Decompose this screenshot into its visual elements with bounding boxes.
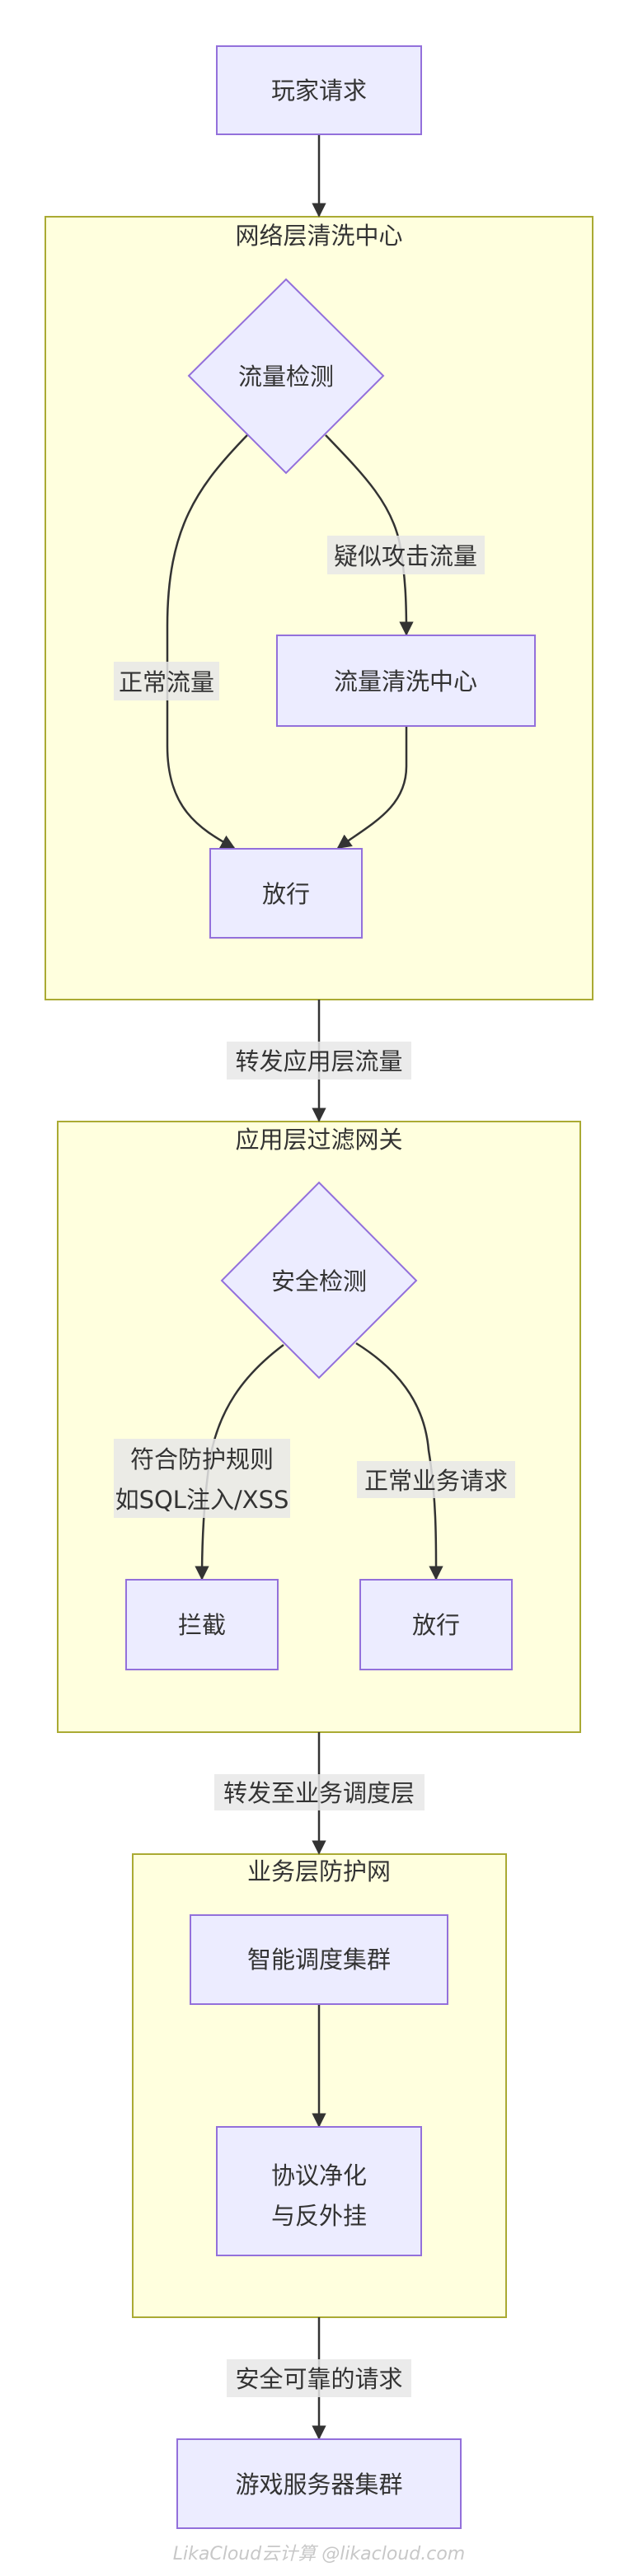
edge-label-normal: 正常流量 — [114, 662, 219, 700]
cluster-title: 网络层清洗中心 — [235, 222, 402, 250]
watermark-text: LikaCloud云计算 @likacloud.com — [173, 2544, 465, 2564]
cluster-title: 应用层过滤网关 — [235, 1126, 402, 1154]
svg-text:玩家请求: 玩家请求 — [271, 77, 367, 105]
node-player-request: 玩家请求 — [216, 45, 422, 135]
node-traffic-check-diamond: 流量检测 — [187, 278, 385, 475]
node-block: 拦截 — [125, 1579, 279, 1670]
svg-text:协议净化: 协议净化 — [271, 2161, 367, 2190]
svg-text:智能调度集群: 智能调度集群 — [247, 1946, 391, 1974]
edge-label-normal-business: 正常业务请求 — [357, 1461, 515, 1498]
cluster-title: 业务层防护网 — [247, 1857, 391, 1885]
svg-text:游戏服务器集群: 游戏服务器集群 — [235, 2471, 402, 2499]
node-scheduler-cluster: 智能调度集群 — [190, 1914, 448, 2005]
svg-text:符合防护规则: 符合防护规则 — [130, 1445, 274, 1473]
node-scrubbing-center: 流量清洗中心 — [276, 635, 536, 727]
svg-text:安全可靠的请求: 安全可靠的请求 — [235, 2365, 402, 2393]
edge-label-suspicious: 疑似攻击流量 — [327, 536, 485, 574]
svg-text:疑似攻击流量: 疑似攻击流量 — [334, 542, 477, 570]
node-pass-application: 放行 — [359, 1579, 513, 1670]
svg-text:安全检测: 安全检测 — [271, 1267, 367, 1295]
node-security-check-diamond: 安全检测 — [220, 1181, 418, 1379]
svg-text:正常业务请求: 正常业务请求 — [364, 1467, 508, 1495]
node-pass-network: 放行 — [209, 848, 363, 939]
edge-normal-traffic — [166, 434, 248, 850]
svg-text:如SQL注入/XSS: 如SQL注入/XSS — [115, 1486, 289, 1514]
edge-normal-business — [355, 1342, 443, 1581]
svg-text:放行: 放行 — [262, 880, 310, 908]
edge-label-block-rule: 符合防护规则 如SQL注入/XSS — [114, 1439, 290, 1518]
node-game-servers: 游戏服务器集群 — [176, 2438, 462, 2529]
svg-text:放行: 放行 — [412, 1611, 460, 1639]
svg-text:流量检测: 流量检测 — [238, 363, 334, 391]
edge-scrub-to-pass — [336, 726, 408, 850]
svg-text:正常流量: 正常流量 — [119, 668, 214, 696]
svg-text:与反外挂: 与反外挂 — [271, 2202, 367, 2230]
svg-text:拦截: 拦截 — [178, 1611, 226, 1639]
node-protocol-anti-cheat: 协议净化 与反外挂 — [216, 2126, 422, 2256]
svg-text:转发至业务调度层: 转发至业务调度层 — [223, 1779, 415, 1807]
svg-text:转发应用层流量: 转发应用层流量 — [235, 1047, 402, 1075]
edge-label-safe-request: 安全可靠的请求 — [227, 2359, 411, 2397]
edge-label-forward-app: 转发应用层流量 — [227, 1042, 411, 1080]
edge-label-forward-business: 转发至业务调度层 — [214, 1774, 425, 1810]
svg-text:流量清洗中心: 流量清洗中心 — [334, 667, 477, 696]
